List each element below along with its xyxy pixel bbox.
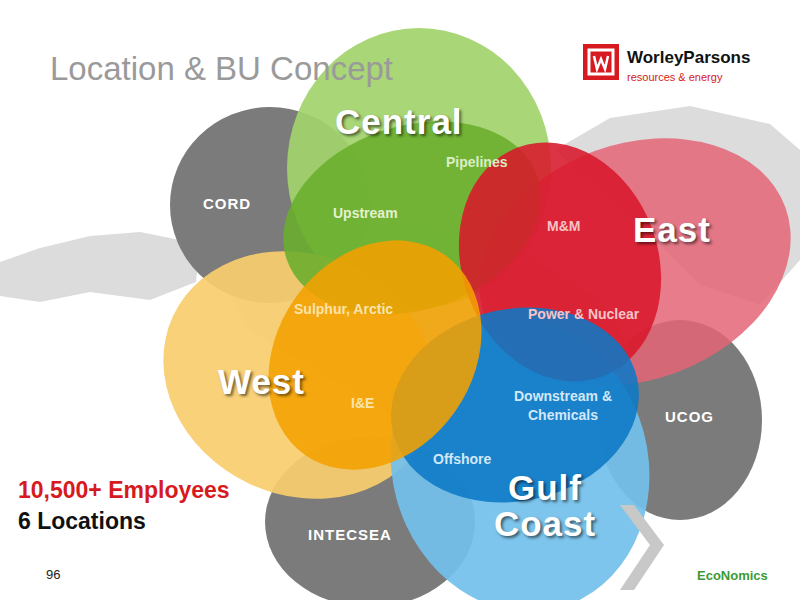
bu-label: M&M — [547, 218, 580, 234]
brand-logo: EcoNomics — [697, 568, 768, 583]
bu-name: UCOG — [665, 408, 714, 425]
bu-label: Upstream — [333, 205, 398, 221]
location-name: Central — [335, 102, 463, 142]
slide-title: Location & BU Concept — [50, 50, 393, 88]
corner-chevron — [620, 495, 800, 600]
bu-label: Pipelines — [446, 154, 507, 170]
bu-label: Power & Nuclear — [528, 306, 639, 322]
bu-label: Sulphur, Arctic — [294, 301, 393, 317]
location-name: East — [633, 210, 711, 250]
company-name: WorleyParsons — [627, 48, 750, 68]
location-ellipse: Gulf Coast — [392, 317, 648, 600]
location-name: West — [218, 362, 305, 402]
employee-count: 10,500+ Employees — [18, 477, 230, 504]
bu-label: I&E — [351, 395, 374, 411]
bu-label: Downstream & Chemicals — [508, 387, 618, 425]
bu-label: Offshore — [433, 451, 491, 467]
location-name: Gulf Coast — [480, 470, 610, 542]
location-count: 6 Locations — [18, 508, 146, 535]
page-number: 96 — [46, 567, 60, 582]
bu-name: CORD — [203, 195, 251, 212]
ellipse-outline — [392, 317, 648, 600]
company-logo-mark — [583, 44, 619, 80]
bu-name: INTECSEA — [308, 526, 392, 543]
company-tagline: resources & energy — [627, 71, 722, 83]
